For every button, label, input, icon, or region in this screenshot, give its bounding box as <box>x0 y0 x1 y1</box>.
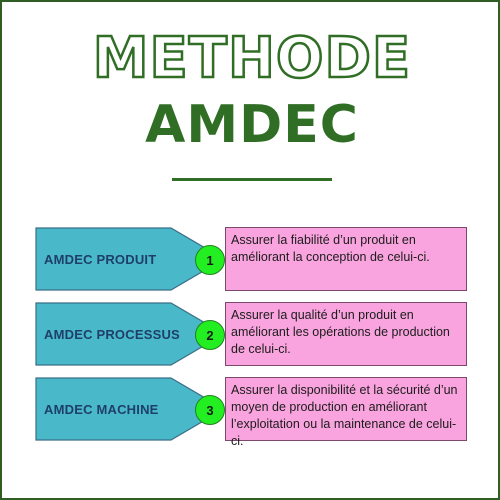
step-badge-1: 1 <box>195 245 225 275</box>
description-processus: Assurer la qualité d’un produit en améli… <box>225 302 467 366</box>
title-methode: METHODE <box>92 25 412 93</box>
step-badge-3: 3 <box>195 395 225 425</box>
title-amdec: AMDEC <box>145 95 359 155</box>
title-underline <box>172 178 332 181</box>
description-machine: Assurer la disponibilité et la sécurité … <box>225 377 467 448</box>
amdec-row-processus: AMDEC PROCESSUS Assurer la qualité d’un … <box>2 302 500 366</box>
arrow-shape-machine <box>35 377 225 441</box>
amdec-row-produit: AMDEC PRODUIT Assurer la fiabilité d’un … <box>2 227 500 291</box>
arrow-label-produit: AMDEC PRODUIT <box>44 251 157 267</box>
arrow-shape-processus <box>35 302 225 366</box>
arrow-label-processus: AMDEC PROCESSUS <box>44 326 180 342</box>
amdec-row-machine: AMDEC MACHINE Assurer la disponibilité e… <box>2 377 500 448</box>
arrow-label-machine: AMDEC MACHINE <box>44 401 159 417</box>
step-badge-2: 2 <box>195 320 225 350</box>
description-produit: Assurer la fiabilité d’un produit en amé… <box>225 227 467 291</box>
arrow-shape-produit <box>35 227 225 291</box>
